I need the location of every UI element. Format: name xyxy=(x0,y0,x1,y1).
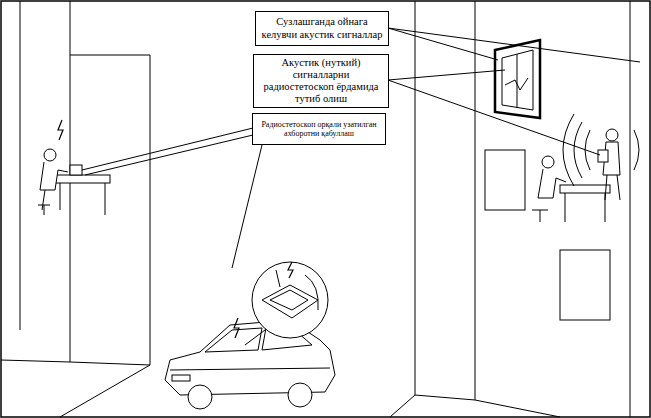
text-box: Акустик (нуткий) сигналларни радиостетос… xyxy=(253,54,389,108)
box-text: Радиостетоскоп орқали узатилган ахборотн… xyxy=(257,120,381,138)
box-text: Сузлашганда ойнага келувчи акустик сигна… xyxy=(260,16,384,40)
wall-panel xyxy=(485,150,525,210)
window xyxy=(495,40,540,118)
leader-lines xyxy=(82,28,640,268)
radio-wave-symbol xyxy=(234,318,239,338)
left-building xyxy=(1,1,150,417)
window-pane xyxy=(502,50,533,110)
radio-wave-symbol xyxy=(58,120,63,140)
inset-receiver xyxy=(245,262,328,345)
text-group: Радиостетоскоп орқали узатилган ахборотн… xyxy=(257,120,381,138)
right-building xyxy=(390,1,630,417)
text-group: Сузлашганда ойнага келувчи акустик сигна… xyxy=(260,16,384,40)
receiver-device xyxy=(70,165,82,175)
wall-panel xyxy=(560,250,610,320)
box-text: Акустик (нуткий) сигналларни радиостетос… xyxy=(258,57,384,105)
right-speaker xyxy=(532,156,610,222)
text-box: Сузлашганда ойнага келувчи акустик сигна… xyxy=(255,11,389,46)
text-group: Акустик (нуткий) сигналларни радиостетос… xyxy=(258,57,384,105)
eavesdropper xyxy=(563,114,639,200)
text-box: Радиостетоскоп орқали узатилган ахборотн… xyxy=(252,113,386,145)
left-operator xyxy=(38,120,110,215)
car xyxy=(165,320,335,409)
